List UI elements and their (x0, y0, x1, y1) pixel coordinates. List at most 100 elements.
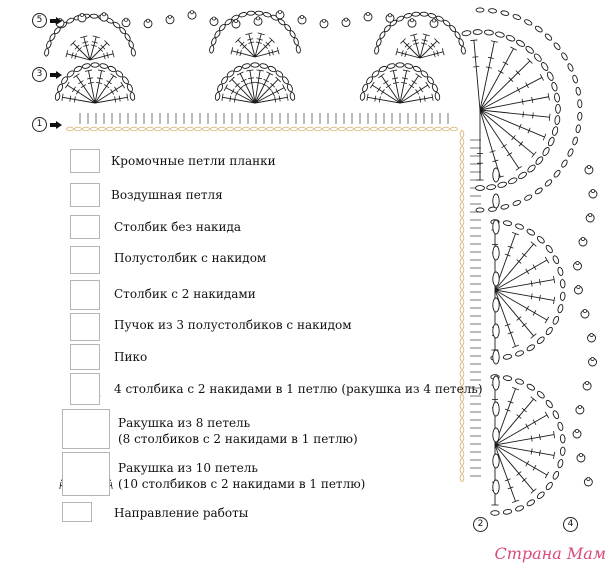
treble-crossbar (378, 96, 381, 103)
treble-top (410, 33, 418, 37)
treble-crossbar (103, 53, 106, 60)
treble-stitch (419, 40, 438, 59)
chain-stitch (442, 19, 451, 27)
chain-stitch (122, 76, 129, 85)
treble-stitch (254, 87, 285, 104)
legend-box-half-double (70, 246, 100, 274)
picot-loop (432, 18, 436, 23)
chain-stitch (557, 304, 564, 314)
treble-top (65, 50, 69, 58)
treble-crossbar (383, 80, 389, 85)
treble-stitch (254, 73, 271, 104)
edge-loop (459, 402, 465, 410)
treble-stitch (479, 41, 495, 111)
treble-crossbar (118, 95, 121, 102)
chain-stitch (546, 71, 554, 81)
chain-stitch (544, 179, 553, 187)
treble-crossbar (106, 52, 109, 59)
treble-stitch (494, 434, 555, 446)
treble-crossbar (504, 253, 511, 257)
brand-watermark: Страна Мам (494, 544, 606, 563)
chain-stitch (241, 63, 251, 69)
puff-stitch (492, 297, 500, 313)
treble-crossbar (100, 44, 106, 50)
treble-crossbar (518, 123, 522, 130)
treble-crossbar (106, 80, 112, 85)
chain-stitch (554, 92, 560, 103)
chain-stitch (420, 70, 429, 78)
treble-crossbar (419, 86, 424, 93)
picot-loop (190, 10, 194, 15)
edge-loop (459, 426, 465, 434)
edge-loop (418, 126, 426, 132)
treble-crossbar (525, 268, 530, 275)
treble-top (97, 69, 106, 72)
treble-stitch (372, 84, 401, 104)
treble-top (246, 69, 254, 72)
chain-stitch (89, 13, 99, 19)
treble-top (110, 73, 117, 79)
treble-crossbar (421, 39, 428, 42)
treble-top (512, 344, 520, 348)
treble-crossbar (278, 95, 281, 102)
edge-loop (459, 354, 465, 362)
chain-stitch (362, 83, 369, 93)
chain-stitch (502, 509, 513, 515)
treble-top (276, 47, 280, 55)
chain-stitch (526, 344, 536, 352)
treble-stitch (479, 109, 535, 155)
treble-top (539, 74, 544, 81)
picot-loop (256, 16, 260, 21)
treble-crossbar (91, 41, 98, 44)
treble-crossbar (263, 78, 270, 83)
treble-crossbar (77, 47, 82, 52)
chain-stitch (483, 29, 494, 36)
chain-stitch (454, 31, 461, 39)
chain-stitch (515, 223, 525, 230)
treble-crossbar (235, 82, 240, 88)
treble-top (80, 35, 88, 39)
edge-loop (154, 126, 162, 132)
treble-stitch (76, 75, 96, 104)
edge-loop (274, 126, 282, 132)
treble-top (64, 81, 70, 89)
treble-top (286, 93, 289, 101)
chain-stitch (472, 29, 483, 35)
chain-stitch (572, 136, 578, 146)
chain-stitch (218, 23, 226, 32)
chain-stitch (99, 63, 109, 69)
treble-stitch (419, 34, 427, 59)
chain-stitch (475, 7, 485, 13)
treble-crossbar (268, 50, 271, 57)
treble-crossbar (532, 310, 537, 316)
legend-box-picot (70, 344, 100, 370)
treble-crossbar (507, 245, 514, 249)
chain-stitch (500, 10, 510, 16)
chain-stitch (435, 15, 444, 22)
chain-stitch (66, 70, 75, 78)
picot-loop (146, 18, 150, 23)
treble-top (544, 316, 550, 324)
treble-crossbar (516, 414, 522, 419)
chain-stitch (378, 65, 388, 73)
treble-crossbar (255, 81, 262, 84)
treble-stitch (419, 51, 444, 59)
chain-stitch (233, 65, 243, 73)
edge-loop (338, 126, 346, 132)
chain-stitch (536, 390, 545, 399)
treble-crossbar (404, 42, 410, 48)
treble-top (530, 396, 537, 402)
treble-stitch (225, 87, 256, 104)
puff-stitch (492, 375, 500, 391)
chain-stitch (383, 24, 391, 33)
edge-loop (66, 126, 74, 132)
treble-crossbar (504, 408, 511, 412)
chain-stitch (577, 111, 583, 121)
treble-crossbar (236, 49, 239, 56)
edge-loop (459, 170, 465, 178)
treble-top (395, 48, 399, 56)
edge-loop (138, 126, 146, 132)
edge-loop (202, 126, 210, 132)
edge-loop (242, 126, 250, 132)
chain-stitch (254, 10, 264, 16)
